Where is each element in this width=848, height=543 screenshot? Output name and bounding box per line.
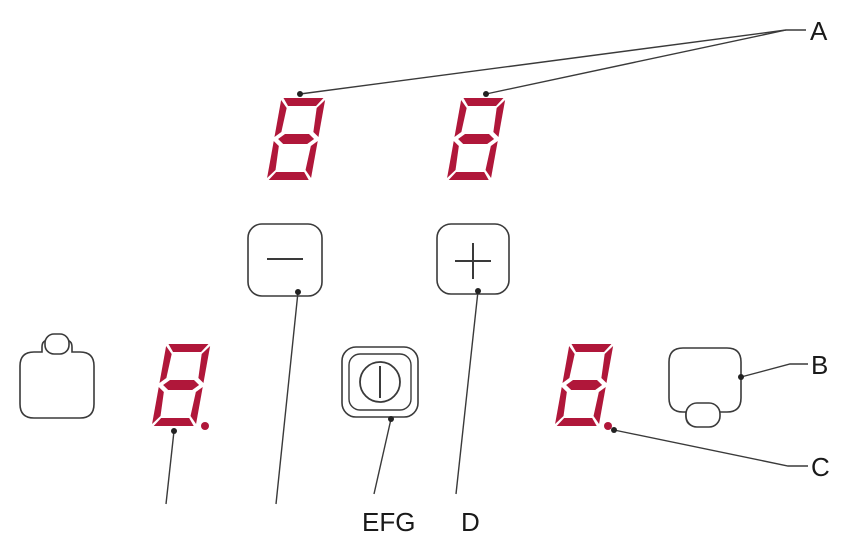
leader-bottom-left-display xyxy=(165,430,175,505)
segment-a xyxy=(463,98,504,106)
segment-f xyxy=(159,346,172,383)
segment-a xyxy=(571,344,612,352)
segment-d xyxy=(448,172,489,180)
power-key[interactable] xyxy=(341,346,419,418)
segment-c xyxy=(593,387,606,424)
cooking-zone-icon xyxy=(44,333,70,355)
bottom-left-display xyxy=(152,344,211,430)
segment-f xyxy=(274,100,287,137)
segment-d xyxy=(153,418,194,426)
segment-g xyxy=(566,380,603,390)
leader-lines xyxy=(165,29,808,505)
segment-e xyxy=(447,141,459,178)
segment-a xyxy=(168,344,209,352)
label-d: D xyxy=(461,507,480,537)
leader-minus-key xyxy=(275,291,299,505)
right-cooking-zone-key[interactable] xyxy=(668,347,742,428)
leader-b xyxy=(740,363,808,378)
segment-b xyxy=(313,100,326,137)
segment-c xyxy=(305,141,318,178)
power-icon xyxy=(359,361,401,403)
segment-b xyxy=(493,100,506,137)
minus-key[interactable] xyxy=(247,223,323,297)
leader-power-key xyxy=(373,418,392,495)
decimal-point xyxy=(201,422,209,430)
segment-g xyxy=(278,134,315,144)
segment-b xyxy=(601,346,614,383)
segment-e xyxy=(267,141,279,178)
segment-e xyxy=(555,387,567,424)
segment-f xyxy=(562,346,575,383)
segment-d xyxy=(556,418,597,426)
bottom-right-display xyxy=(555,344,614,430)
segment-g xyxy=(163,380,200,390)
cooking-zone-icon xyxy=(685,402,721,428)
decimal-point xyxy=(604,422,612,430)
left-cooking-zone-key[interactable] xyxy=(19,333,95,419)
segment-e xyxy=(152,387,164,424)
segment-a xyxy=(283,98,324,106)
label-c: C xyxy=(811,452,830,482)
segment-d xyxy=(268,172,309,180)
segment-g xyxy=(458,134,495,144)
segment-f xyxy=(454,100,467,137)
label-a: A xyxy=(810,16,828,46)
callout-dots xyxy=(171,91,744,434)
plus-key[interactable] xyxy=(436,223,510,295)
leader-a-left xyxy=(299,29,806,95)
leader-a-right xyxy=(485,29,787,95)
segment-c xyxy=(485,141,498,178)
leader-c xyxy=(613,429,808,467)
segment-c xyxy=(190,387,203,424)
label-b: B xyxy=(811,350,828,380)
leader-plus-key xyxy=(455,290,479,495)
top-left-display xyxy=(267,98,326,180)
top-right-display xyxy=(447,98,506,180)
segment-b xyxy=(198,346,211,383)
plus-icon xyxy=(455,243,491,279)
label-efg: EFG xyxy=(362,507,415,537)
